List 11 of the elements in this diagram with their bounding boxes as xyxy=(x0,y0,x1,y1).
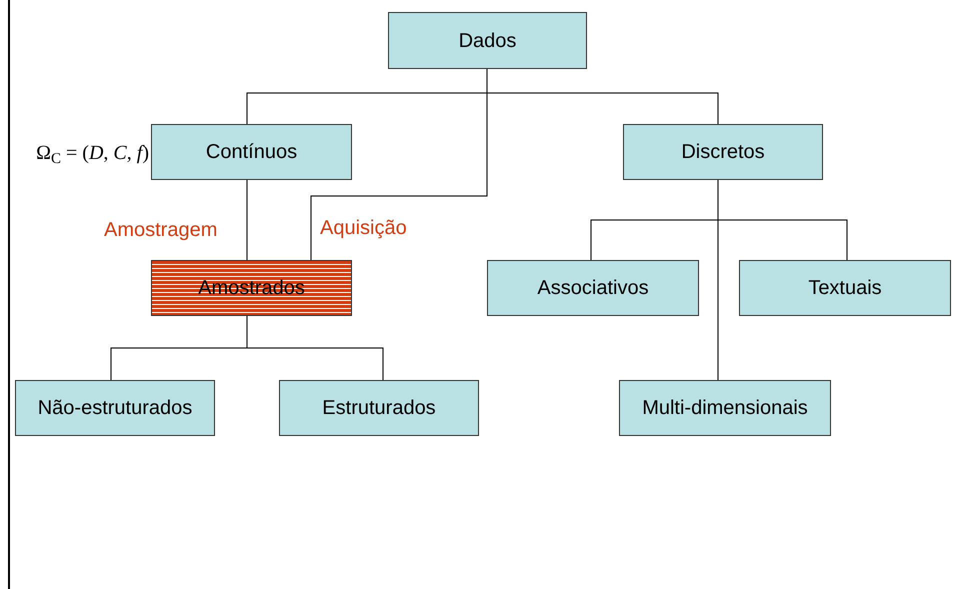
connector-line xyxy=(246,316,384,380)
process-box: Estruturados xyxy=(279,380,479,436)
formula-text: Ω$_{C}$ = (D, C, f) xyxy=(36,141,149,168)
process-box: Não-estruturados xyxy=(15,380,215,436)
process-box: Multi-dimensionais xyxy=(619,380,831,436)
process-box: Associativos xyxy=(487,260,699,316)
process-box: Dados xyxy=(388,12,587,69)
process-box: Discretos xyxy=(623,124,823,180)
connector-line xyxy=(246,180,248,260)
process-box: Contínuos xyxy=(151,124,352,180)
process-box: Textuais xyxy=(739,260,951,316)
